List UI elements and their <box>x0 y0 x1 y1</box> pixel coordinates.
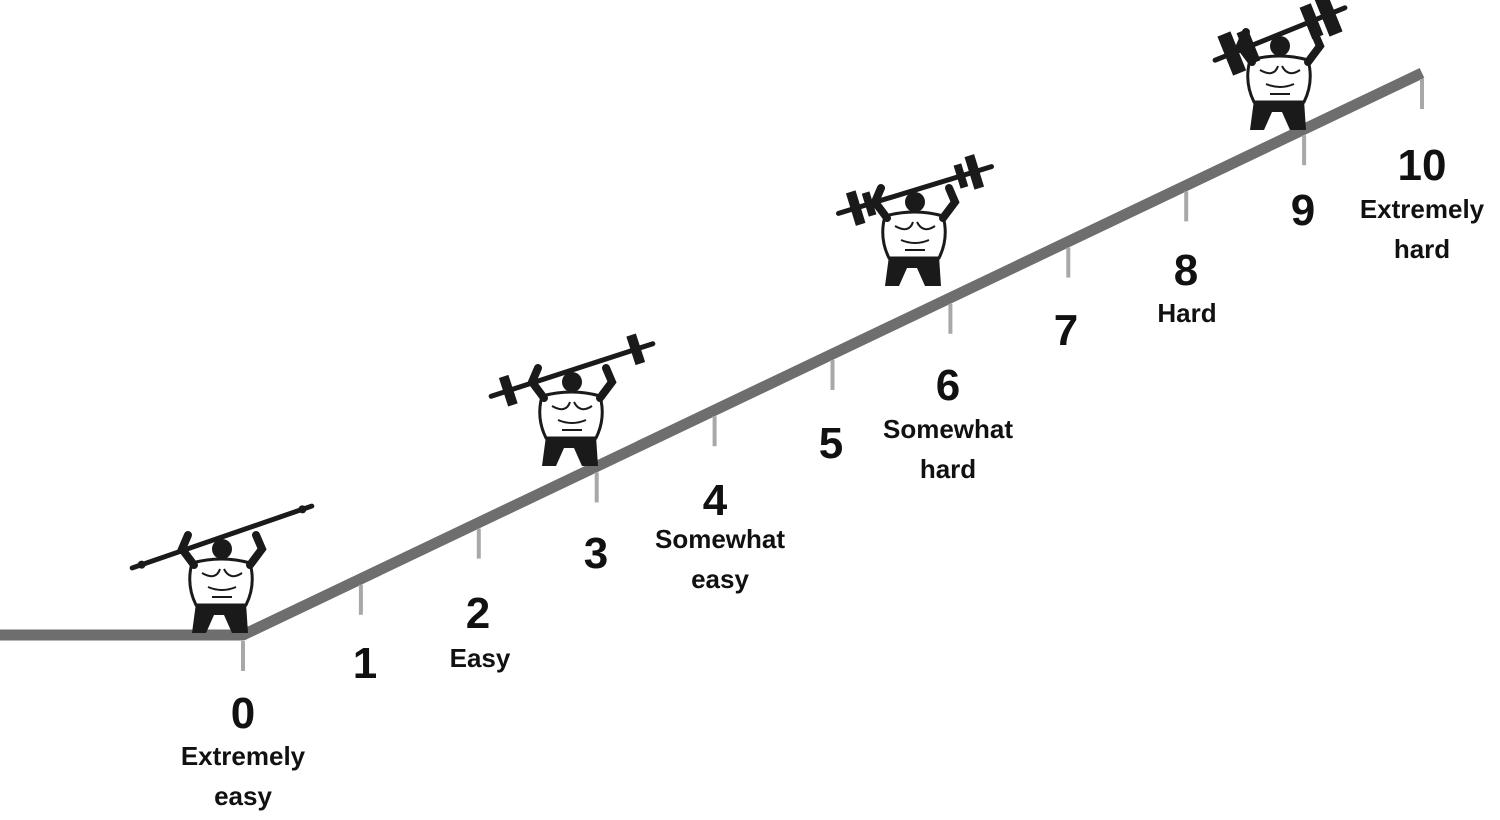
scale-value-7: 7 <box>1054 306 1078 355</box>
lifter-left-arm <box>527 364 548 402</box>
lifter-head <box>212 539 232 559</box>
weightlifter-maximal <box>1212 0 1348 130</box>
barbell-bar <box>129 503 315 571</box>
scale-value-8: 8 <box>1174 246 1198 295</box>
scale-value-5: 5 <box>819 419 843 468</box>
weightlifter-light <box>129 503 315 633</box>
descriptor-0-line-2: easy <box>214 781 272 811</box>
descriptor-4-line-1: Somewhat <box>655 524 785 554</box>
lifter-muscle-lines <box>201 568 243 598</box>
scale-labels: 0Extremelyeasy12Easy34Somewhateasy56Some… <box>181 141 1485 811</box>
barbell-plate <box>1313 0 1343 37</box>
lifter-shorts <box>1250 100 1306 130</box>
lifter-muscle-lines <box>894 221 936 251</box>
lifter-head <box>1270 36 1290 56</box>
barbell-bar <box>488 341 656 399</box>
barbell <box>835 154 995 226</box>
lifter-torso <box>881 210 947 260</box>
lifter-muscle-lines <box>551 401 593 431</box>
lifter-left-arm <box>870 184 891 222</box>
descriptor-4-line-2: easy <box>691 564 749 594</box>
lifter-torso <box>538 390 604 440</box>
weightlifters <box>129 0 1348 633</box>
scale-value-6: 6 <box>936 361 960 410</box>
lifter-right-arm <box>1304 28 1325 66</box>
barbell-plate <box>861 191 877 217</box>
barbell-plate <box>1217 31 1247 76</box>
lifter-left-arm <box>177 531 198 569</box>
lifter-torso <box>188 557 254 607</box>
lifter-shorts <box>192 603 248 633</box>
descriptor-6-line-2: hard <box>920 454 976 484</box>
scale-value-4: 4 <box>703 476 728 525</box>
weightlifter-heavy <box>835 154 995 286</box>
lifter-right-arm <box>939 184 960 222</box>
lifter-shorts <box>885 256 941 286</box>
descriptor-0-line-1: Extremely <box>181 741 306 771</box>
scale-value-2: 2 <box>466 589 490 638</box>
barbell-plate <box>845 190 866 226</box>
barbell-bar <box>835 164 995 216</box>
barbell-plate <box>498 374 518 407</box>
barbell-collar <box>298 505 307 514</box>
scale-ticks <box>241 79 1424 671</box>
scale-value-0: 0 <box>231 689 255 738</box>
barbell <box>129 503 315 571</box>
barbell-plate <box>953 163 969 189</box>
ramp <box>0 68 1425 641</box>
weightlifter-moderate <box>488 333 656 466</box>
scale-value-3: 3 <box>584 529 608 578</box>
scale-value-9: 9 <box>1291 186 1315 235</box>
barbell-plate <box>964 154 985 190</box>
descriptor-8-line-1: Hard <box>1157 298 1216 328</box>
descriptor-10-line-1: Extremely <box>1360 194 1485 224</box>
scale-value-1: 1 <box>353 639 377 688</box>
lifter-head <box>562 372 582 392</box>
lifter-shorts <box>542 436 598 466</box>
barbell-plate <box>626 333 646 366</box>
barbell-collar <box>137 560 146 569</box>
barbell <box>488 333 656 407</box>
lifter-right-arm <box>246 531 267 569</box>
lifter-head <box>905 192 925 212</box>
lifter-torso <box>1246 54 1312 104</box>
scale-value-10: 10 <box>1398 141 1447 190</box>
descriptor-10-line-2: hard <box>1394 234 1450 264</box>
lifter-left-arm <box>1235 28 1256 66</box>
descriptor-6-line-1: Somewhat <box>883 414 1013 444</box>
lifter-right-arm <box>596 364 617 402</box>
lifter-muscle-lines <box>1259 65 1301 95</box>
descriptor-2-line-1: Easy <box>450 643 511 673</box>
ramp-line <box>0 68 1425 641</box>
